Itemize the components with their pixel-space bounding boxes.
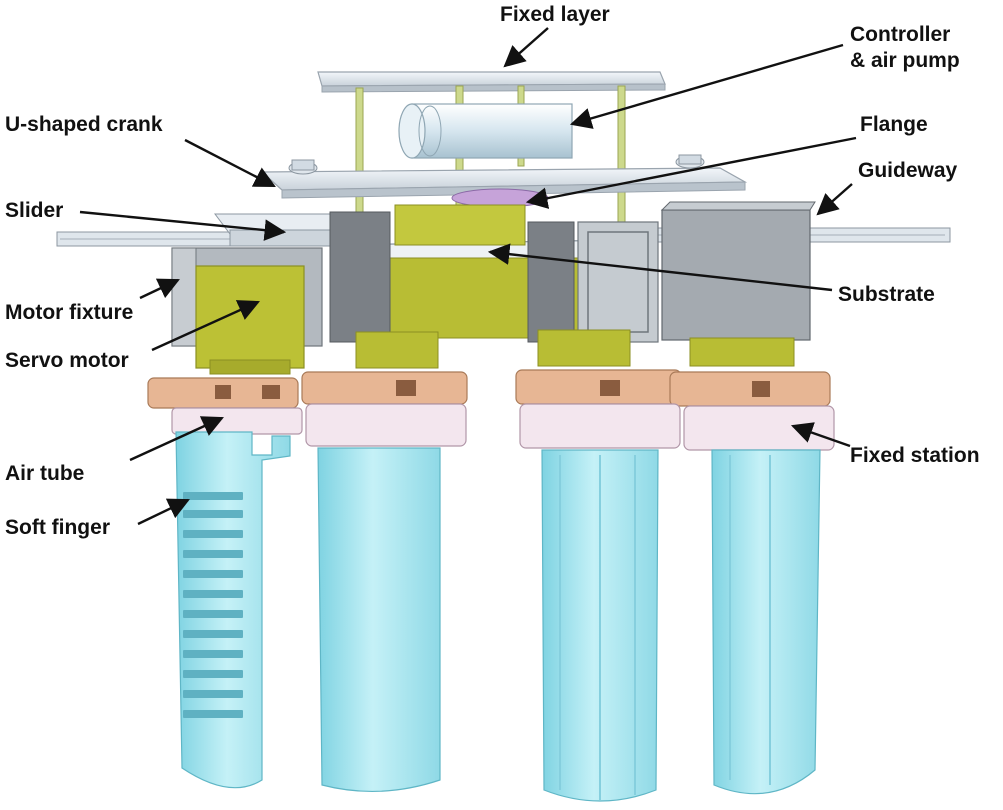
arrow-air-tube — [129, 416, 224, 462]
label-motor-fixture: Motor fixture — [5, 301, 134, 324]
coupling-windows — [215, 380, 770, 399]
arrow-u-shaped-crank — [184, 138, 276, 188]
coupling-rings — [147, 369, 831, 409]
soft-finger-4 — [711, 449, 821, 795]
label-controller-air-pump: Controller & air pump — [850, 22, 960, 74]
arrow-flange — [525, 136, 857, 209]
arrow-soft-finger — [137, 498, 190, 526]
leader-arrows — [79, 27, 857, 526]
arrow-slider — [79, 210, 287, 241]
label-controller-line2: & air pump — [850, 49, 960, 72]
flange — [451, 188, 549, 208]
arrow-guideway — [816, 183, 853, 216]
finger-ridges — [559, 455, 771, 800]
label-servo-motor: Servo motor — [5, 349, 129, 372]
label-fixed-station: Fixed station — [850, 444, 980, 467]
arrow-fixed-station — [790, 422, 851, 448]
soft-finger-2 — [317, 447, 441, 793]
fixed-stations — [171, 403, 835, 451]
servo-motor-left — [195, 265, 305, 375]
label-slider: Slider — [5, 199, 64, 222]
arrow-fixed-layer — [503, 27, 549, 68]
servo-motor-mid-left — [355, 331, 439, 369]
arrow-substrate — [487, 243, 833, 292]
label-substrate: Substrate — [838, 283, 935, 306]
soft-finger-chambers — [183, 492, 243, 718]
fixed-layer-plate — [317, 71, 666, 93]
label-soft-finger: Soft finger — [5, 516, 110, 539]
arrow-servo-motor — [151, 300, 260, 352]
label-air-tube: Air tube — [5, 462, 85, 485]
slider-block — [214, 213, 347, 247]
label-controller-line1: Controller — [850, 23, 951, 46]
motor-fixture-right — [577, 201, 816, 343]
arrow-motor-fixture — [139, 278, 180, 300]
arrow-controller — [569, 43, 844, 129]
servo-motor-mid-right — [537, 329, 631, 367]
soft-finger-left — [175, 431, 291, 789]
servo-motor-right — [689, 337, 795, 367]
controller-air-pump — [398, 103, 573, 159]
label-fixed-layer: Fixed layer — [500, 3, 610, 26]
label-u-shaped-crank: U-shaped crank — [5, 113, 163, 136]
label-flange: Flange — [860, 113, 928, 136]
label-guideway: Guideway — [858, 159, 958, 182]
motor-fixture-center — [329, 211, 575, 343]
